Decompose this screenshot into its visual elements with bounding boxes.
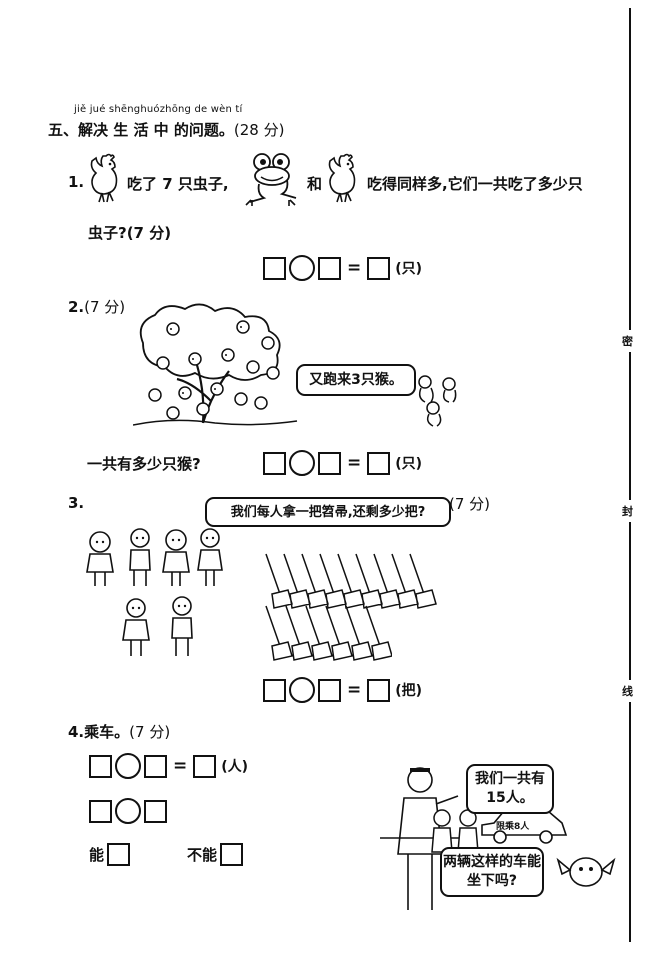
answer-box[interactable] — [144, 754, 167, 778]
q4-title: 乘车。 — [84, 723, 130, 741]
section-title-text: 五、解决 生 活 中 的问题。 — [48, 121, 234, 139]
binding-line-top — [629, 8, 631, 330]
margin-label-xian: 线 — [622, 685, 633, 698]
q1-equation: = (只) — [263, 255, 422, 281]
q2-equation: = (只) — [263, 450, 422, 476]
broom-row-icon — [265, 605, 392, 661]
unit-label: (只) — [395, 261, 423, 277]
binding-line-bottom — [629, 702, 631, 942]
kids-icon — [431, 809, 479, 853]
operator-circle[interactable] — [289, 677, 315, 703]
margin-label-mi: 密 — [622, 335, 633, 348]
q3-speech-bubble: 我们每人拿一把笤帚,还剩多少把? — [205, 497, 451, 527]
q4-number: 4. — [68, 723, 85, 741]
q4-heading: 4.乘车。(7 分) — [68, 721, 170, 742]
answer-box[interactable] — [367, 256, 391, 280]
unit-label: (把) — [395, 683, 423, 699]
answer-box[interactable] — [367, 678, 391, 702]
children-group-illustration — [86, 528, 223, 656]
section-pinyin: jiě jué shēnghuózhōng de wèn tí — [74, 104, 243, 115]
can-label: 能 — [89, 846, 105, 864]
answer-box[interactable] — [89, 754, 112, 778]
cannot-label: 不能 — [187, 846, 218, 864]
answer-box[interactable] — [263, 678, 286, 702]
answer-box[interactable] — [318, 256, 341, 280]
q3-equation: = (把) — [263, 677, 422, 703]
operator-circle[interactable] — [289, 450, 315, 476]
can-checkbox[interactable] — [107, 843, 131, 866]
equals-sign: = — [347, 680, 362, 700]
operator-circle[interactable] — [115, 798, 141, 824]
q3-number: 3. — [68, 494, 85, 512]
rooster-icon — [90, 153, 118, 203]
equals-sign: = — [173, 756, 188, 776]
operator-circle[interactable] — [289, 255, 315, 281]
monkey-tree-illustration — [133, 303, 298, 426]
broom-row-icon — [265, 553, 437, 609]
q3-score: (7 分) — [449, 495, 491, 513]
section-score: (28 分) — [233, 121, 285, 139]
q4-score: (7 分) — [129, 723, 171, 741]
answer-box[interactable] — [263, 256, 286, 280]
section-title: 五、解决 生 活 中 的问题。(28 分) — [48, 119, 284, 140]
q4-bubble-question: 两辆这样的车能坐下吗? — [440, 847, 544, 897]
q2-speech-bubble: 又跑来3只猴。 — [296, 364, 416, 396]
cannot-checkbox[interactable] — [220, 843, 244, 866]
q4-can-row: 能 — [89, 843, 131, 866]
binding-line-mid2 — [629, 522, 631, 680]
binding-line-mid — [629, 352, 631, 500]
answer-box[interactable] — [318, 678, 341, 702]
answer-box[interactable] — [318, 451, 341, 475]
operator-circle[interactable] — [115, 753, 141, 779]
q2-question: 一共有多少只猴? — [87, 455, 201, 473]
monkey-group-icon — [418, 375, 457, 427]
answer-box[interactable] — [89, 799, 112, 823]
q4-cannot-row: 不能 — [187, 843, 244, 866]
q1-text-c: 吃得同样多,它们一共吃了多少只 — [367, 175, 583, 193]
bird-mascot-icon — [556, 857, 616, 887]
car-sign: 限乘8人 — [496, 822, 530, 832]
margin-label-feng: 封 — [622, 505, 633, 518]
q1-line2: 虫子?(7 分) — [88, 224, 172, 242]
frog-icon — [245, 153, 297, 206]
unit-label: (人) — [221, 759, 249, 775]
q4-equation: = (人) — [89, 753, 248, 779]
q2-heading: 2.(7 分) — [68, 296, 125, 317]
answer-box[interactable] — [193, 754, 217, 778]
equals-sign: = — [347, 258, 362, 278]
answer-box[interactable] — [144, 799, 167, 823]
q1-text-b: 和 — [307, 175, 323, 193]
q4-comparison — [89, 798, 167, 824]
unit-label: (只) — [395, 456, 423, 472]
q1-number: 1. — [68, 173, 85, 191]
q2-score: (7 分) — [84, 298, 126, 316]
rooster-icon — [328, 153, 356, 203]
q2-number: 2. — [68, 298, 85, 316]
q4-bubble-count: 我们一共有15人。 — [466, 764, 554, 814]
answer-box[interactable] — [367, 451, 391, 475]
equals-sign: = — [347, 453, 362, 473]
answer-box[interactable] — [263, 451, 286, 475]
q1-text-a: 吃了 7 只虫子, — [127, 175, 229, 193]
